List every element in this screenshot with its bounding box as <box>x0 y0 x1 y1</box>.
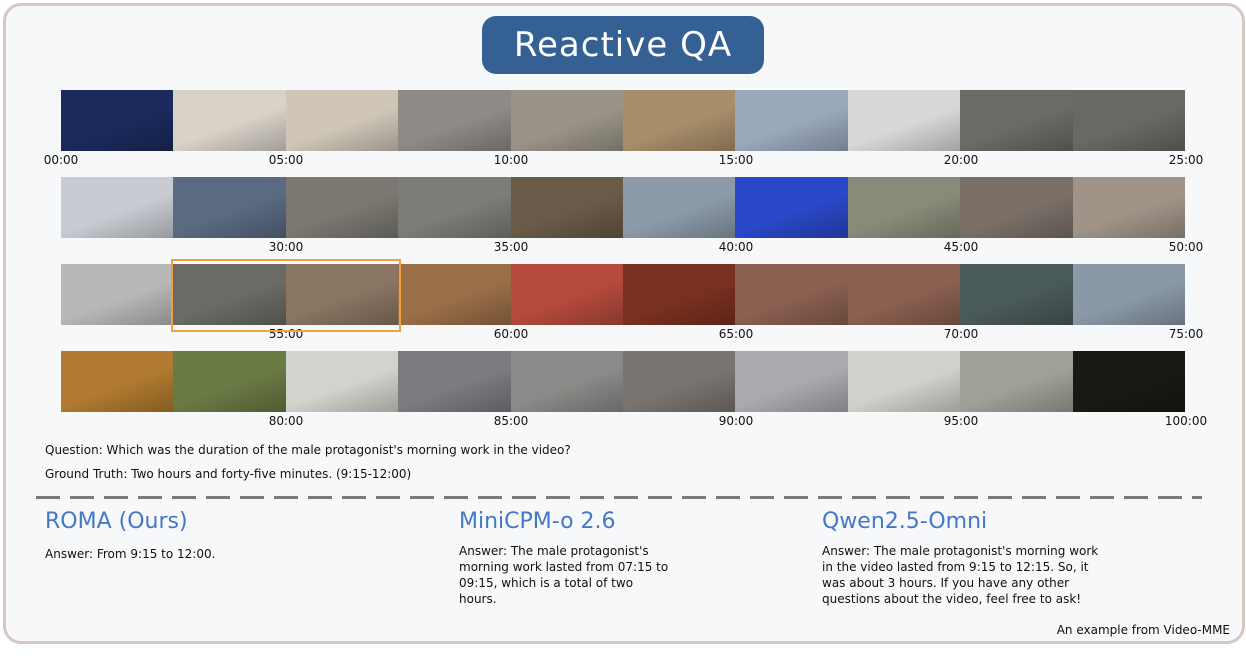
video-frame-thumbnail <box>622 351 736 412</box>
question-text: Question: Which was the duration of the … <box>45 443 571 457</box>
video-frame-thumbnail <box>398 351 511 412</box>
video-frame-thumbnail <box>173 351 286 412</box>
video-frame-thumbnail <box>61 351 174 412</box>
video-frame-thumbnail <box>61 264 174 325</box>
video-frame-thumbnail <box>735 351 848 412</box>
timestamp-label: 75:00 <box>1168 327 1204 341</box>
video-frame-thumbnail <box>735 264 848 325</box>
video-frame-thumbnail <box>510 177 623 238</box>
timestamp-label: 15:00 <box>718 153 754 167</box>
video-frame-thumbnail <box>735 177 848 238</box>
video-frame-thumbnail <box>960 90 1073 151</box>
video-frame-thumbnail <box>735 90 848 151</box>
timestamp-label: 70:00 <box>943 327 979 341</box>
video-frame-thumbnail <box>510 90 623 151</box>
video-frame-thumbnail <box>1072 264 1185 325</box>
video-frame-thumbnail <box>61 90 174 151</box>
video-frame-thumbnail <box>285 90 399 151</box>
video-frame-thumbnail <box>398 90 511 151</box>
timestamp-label: 10:00 <box>493 153 529 167</box>
timestamp-label: 60:00 <box>493 327 529 341</box>
timestamp-label: 25:00 <box>1168 153 1204 167</box>
ground-truth-text: Ground Truth: Two hours and forty-five m… <box>45 467 412 481</box>
video-frame-thumbnail <box>398 264 511 325</box>
video-frame-thumbnail <box>173 90 286 151</box>
video-frame-thumbnail <box>622 177 736 238</box>
video-frame-thumbnail <box>285 351 399 412</box>
source-note: An example from Video-MME <box>1056 623 1230 637</box>
video-frame-thumbnail <box>622 264 736 325</box>
video-frame-thumbnail <box>285 177 399 238</box>
timestamp-label: 100:00 <box>1164 414 1208 428</box>
video-frame-thumbnail <box>173 177 286 238</box>
video-frame-thumbnail <box>847 351 961 412</box>
timestamp-label: 05:00 <box>268 153 304 167</box>
highlighted-segment <box>171 259 401 332</box>
dashed-divider <box>36 496 1202 499</box>
timestamp-label: 00:00 <box>43 153 79 167</box>
video-frame-thumbnail <box>510 351 623 412</box>
frame-row <box>61 351 1185 412</box>
timestamp-label: 45:00 <box>943 240 979 254</box>
answer-qwen: Answer: The male protagonist's morning w… <box>822 544 1099 606</box>
timestamp-label: 30:00 <box>268 240 304 254</box>
model-name-roma: ROMA (Ours) <box>45 509 188 534</box>
video-frame-thumbnail <box>847 264 961 325</box>
video-frame-thumbnail <box>960 351 1073 412</box>
video-frame-thumbnail <box>847 90 961 151</box>
timestamp-label: 40:00 <box>718 240 754 254</box>
video-frame-thumbnail <box>173 264 286 325</box>
video-frame-thumbnail <box>622 90 736 151</box>
frame-row <box>61 177 1185 238</box>
timestamp-label: 50:00 <box>1168 240 1204 254</box>
timestamp-label: 85:00 <box>493 414 529 428</box>
video-frame-thumbnail <box>960 264 1073 325</box>
answer-minicpm: Answer: The male protagonist's morning w… <box>459 544 669 606</box>
answer-roma: Answer: From 9:15 to 12:00. <box>45 547 216 561</box>
video-frame-thumbnail <box>1072 90 1185 151</box>
frame-row <box>61 90 1185 151</box>
video-frame-thumbnail <box>61 177 174 238</box>
timestamp-label: 20:00 <box>943 153 979 167</box>
frame-row <box>61 264 1185 325</box>
title-banner: Reactive QA <box>482 16 764 74</box>
video-frame-thumbnail <box>960 177 1073 238</box>
video-frame-thumbnail <box>510 264 623 325</box>
video-frame-thumbnail <box>285 264 399 325</box>
timestamp-label: 80:00 <box>268 414 304 428</box>
video-frame-thumbnail <box>398 177 511 238</box>
video-frame-thumbnail <box>1072 177 1185 238</box>
video-frame-thumbnail <box>847 177 961 238</box>
model-name-minicpm: MiniCPM-o 2.6 <box>459 509 616 534</box>
video-frame-thumbnail <box>1072 351 1185 412</box>
timestamp-label: 35:00 <box>493 240 529 254</box>
model-name-qwen: Qwen2.5-Omni <box>822 509 988 534</box>
timestamp-label: 90:00 <box>718 414 754 428</box>
timestamp-label: 65:00 <box>718 327 754 341</box>
timestamp-label: 95:00 <box>943 414 979 428</box>
